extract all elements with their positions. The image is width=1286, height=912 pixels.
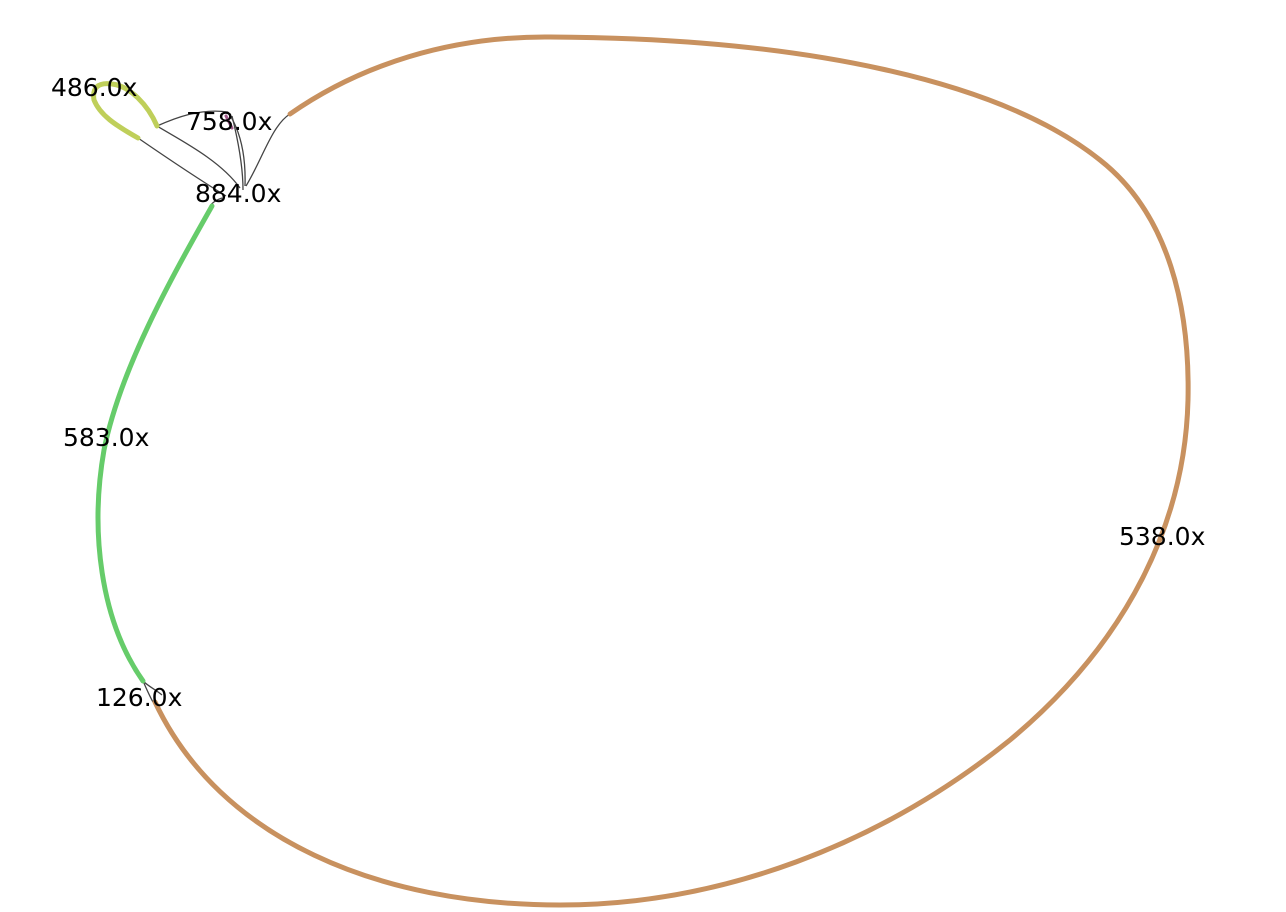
label-486: 486.0x (51, 73, 137, 102)
link-486-758 (156, 110, 229, 127)
segment-486 (91, 81, 160, 141)
label-758: 758.0x (186, 107, 272, 136)
label-538: 538.0x (1119, 522, 1205, 551)
label-884: 884.0x (195, 179, 281, 208)
link-486-884b (137, 137, 227, 197)
label-126: 126.0x (96, 683, 182, 712)
segment-583 (95, 203, 215, 684)
segment-758 (224, 114, 234, 130)
link-758-884a (227, 111, 246, 187)
segments (91, 34, 1191, 908)
label-583: 583.0x (63, 423, 149, 452)
link-884-538 (245, 113, 291, 187)
link-486-884a (156, 125, 241, 189)
links (137, 110, 291, 703)
labels: 486.0x 758.0x 884.0x 583.0x 538.0x 126.0… (51, 73, 1205, 712)
link-758-884b (231, 115, 244, 191)
segment-538 (152, 34, 1191, 908)
